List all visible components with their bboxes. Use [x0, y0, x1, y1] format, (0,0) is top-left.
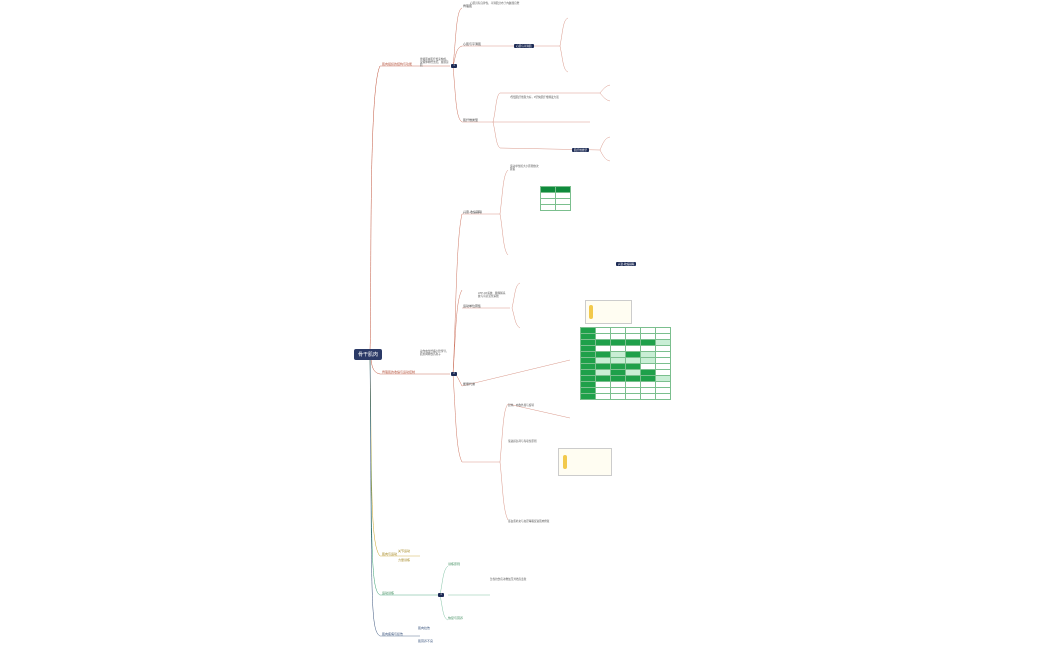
illustration-thumbnail-2: [558, 448, 612, 476]
subnode-s2b[interactable]: 运动单位募集: [463, 304, 482, 308]
tag-s1b: 心肌与平滑肌: [514, 44, 534, 48]
note-n8: 渐进超负荷与专项性原则: [508, 440, 537, 443]
subnode-s4a[interactable]: 训练原则: [448, 562, 461, 566]
subnode-s3b[interactable]: 力量训练: [398, 558, 411, 562]
branch-label-b3[interactable]: 肌肉与运动: [382, 552, 398, 556]
tag-s2a: 兴奋-收缩耦联: [616, 262, 637, 266]
branch-label-b5[interactable]: 肌肉疾病与损伤: [382, 632, 404, 636]
note-n3: Ⅰ型慢肌纤维耐力好，Ⅱ型快肌纤维爆发力强: [510, 96, 559, 99]
branch-label-b1[interactable]: 肌肉组织的结构与功能: [382, 62, 413, 66]
branch-badge-b2: 2: [451, 372, 457, 376]
note-n9: 蛋白质补充与充足睡眠促进肌肉修复: [508, 520, 550, 523]
subnode-s1b[interactable]: 心肌与平滑肌: [463, 42, 482, 46]
branch-badge-b4: 4: [438, 593, 444, 597]
subnode-s4b[interactable]: 恢复与营养: [448, 616, 464, 620]
subnode-s2c[interactable]: 能量代谢: [463, 382, 476, 386]
note-n2: 心肌具有自律性，平滑肌分布于内脏器官壁: [470, 2, 520, 5]
branch-label-b4[interactable]: 运动训练: [382, 591, 395, 595]
note-n5: 运动单位按大小原则依次募集: [510, 165, 539, 171]
summary-table-small: [540, 186, 571, 211]
subnode-s5b[interactable]: 肌营养不良: [418, 639, 434, 643]
root-node[interactable]: 骨干肌肉: [354, 349, 383, 360]
note-n4: 动作电位经横小管传导，肌浆网释放钙离子: [420, 350, 449, 356]
subnode-s1c[interactable]: 肌纤维类型: [463, 118, 479, 122]
branch-label-b2[interactable]: 骨骼肌的收缩与运动控制: [382, 370, 416, 374]
subnode-s5a[interactable]: 肌肉拉伤: [418, 626, 431, 630]
illustration-thumbnail: [585, 300, 632, 324]
subnode-s3a[interactable]: 关节运动: [398, 549, 411, 553]
branch-badge-b1: 1: [451, 64, 457, 68]
subnode-s1a[interactable]: 骨骼肌: [463, 4, 473, 8]
note-n7: 屈伸、内收外展与旋转: [508, 404, 534, 407]
comparison-table: [580, 327, 671, 400]
subnode-s2a[interactable]: 兴奋-收缩耦联: [463, 210, 482, 214]
note-n10: 急性拉伤应冰敷加压并抬高患肢: [490, 578, 527, 581]
note-n6: ATP-CP系统、糖酵解系统与有氧氧化系统: [478, 292, 506, 298]
note-n1: 骨骼肌由肌纤维束构成，受躯体神经支配，属随意肌: [420, 58, 449, 67]
tag-s1c: 肌纤维类型: [572, 148, 589, 152]
